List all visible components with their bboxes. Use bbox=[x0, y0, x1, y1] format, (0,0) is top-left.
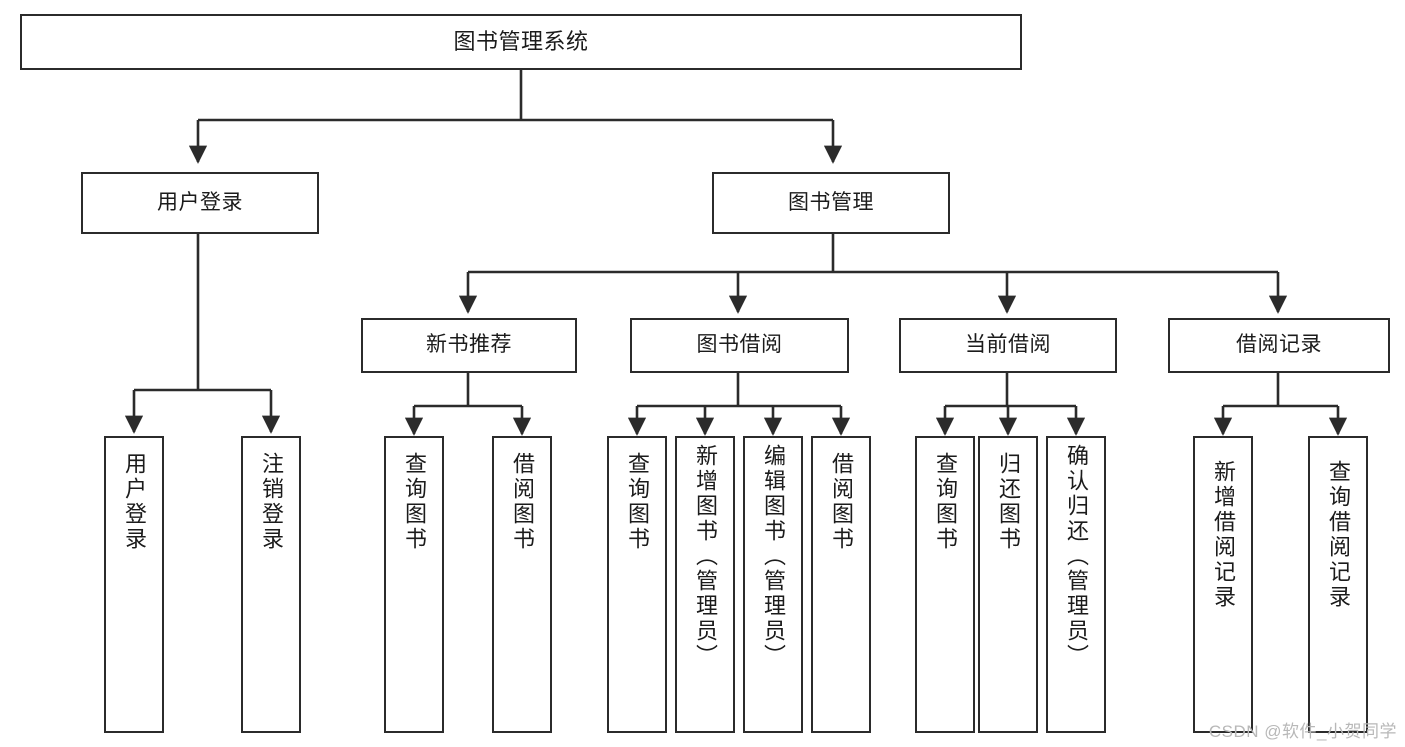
node-leaf-query-book-1[interactable]: 查询图书 bbox=[384, 436, 444, 733]
csdn-watermark: CSDN @软件_小贺同学 bbox=[1208, 722, 1397, 741]
node-leaf-edit-book[interactable]: 编辑图书（管理员） bbox=[743, 436, 803, 733]
node-root-label: 图书管理系统 bbox=[453, 29, 589, 55]
node-new-book-rec-label: 新书推荐 bbox=[426, 333, 512, 357]
node-leaf-query-record[interactable]: 查询借阅记录 bbox=[1308, 436, 1368, 733]
node-leaf-logout[interactable]: 注销登录 bbox=[241, 436, 301, 733]
node-leaf-confirm-return[interactable]: 确认归还（管理员） bbox=[1046, 436, 1106, 733]
node-leaf-logout-label: 注销登录 bbox=[259, 452, 284, 552]
node-leaf-query-book-2-label: 查询图书 bbox=[625, 452, 650, 552]
node-borrow-record-label: 借阅记录 bbox=[1236, 333, 1322, 357]
node-leaf-query-book-3[interactable]: 查询图书 bbox=[915, 436, 975, 733]
node-book-manage[interactable]: 图书管理 bbox=[712, 172, 950, 234]
node-leaf-borrow-book-1-label: 借阅图书 bbox=[510, 452, 535, 552]
node-leaf-add-record-label: 新增借阅记录 bbox=[1211, 460, 1236, 610]
node-leaf-query-book-2[interactable]: 查询图书 bbox=[607, 436, 667, 733]
node-leaf-borrow-book-2-label: 借阅图书 bbox=[829, 452, 854, 552]
node-leaf-add-book-label: 新增图书（管理员） bbox=[693, 444, 718, 669]
node-leaf-query-record-label: 查询借阅记录 bbox=[1326, 460, 1351, 610]
node-leaf-borrow-book-2[interactable]: 借阅图书 bbox=[811, 436, 871, 733]
node-new-book-rec[interactable]: 新书推荐 bbox=[361, 318, 577, 373]
node-current-borrow[interactable]: 当前借阅 bbox=[899, 318, 1117, 373]
node-leaf-query-book-3-label: 查询图书 bbox=[933, 452, 958, 552]
node-leaf-user-login[interactable]: 用户登录 bbox=[104, 436, 164, 733]
node-book-borrow[interactable]: 图书借阅 bbox=[630, 318, 849, 373]
node-leaf-return-book[interactable]: 归还图书 bbox=[978, 436, 1038, 733]
node-borrow-record[interactable]: 借阅记录 bbox=[1168, 318, 1390, 373]
node-user-login-label: 用户登录 bbox=[157, 190, 243, 214]
node-root[interactable]: 图书管理系统 bbox=[20, 14, 1022, 70]
node-leaf-user-login-label: 用户登录 bbox=[122, 452, 147, 552]
node-current-borrow-label: 当前借阅 bbox=[965, 333, 1051, 357]
node-book-manage-label: 图书管理 bbox=[788, 190, 874, 214]
node-user-login[interactable]: 用户登录 bbox=[81, 172, 319, 234]
node-leaf-return-book-label: 归还图书 bbox=[996, 452, 1021, 552]
node-leaf-edit-book-label: 编辑图书（管理员） bbox=[761, 444, 786, 669]
node-leaf-add-book[interactable]: 新增图书（管理员） bbox=[675, 436, 735, 733]
node-leaf-borrow-book-1[interactable]: 借阅图书 bbox=[492, 436, 552, 733]
node-leaf-query-book-1-label: 查询图书 bbox=[402, 452, 427, 552]
node-leaf-confirm-return-label: 确认归还（管理员） bbox=[1064, 444, 1089, 669]
node-leaf-add-record[interactable]: 新增借阅记录 bbox=[1193, 436, 1253, 733]
node-book-borrow-label: 图书借阅 bbox=[696, 333, 783, 357]
